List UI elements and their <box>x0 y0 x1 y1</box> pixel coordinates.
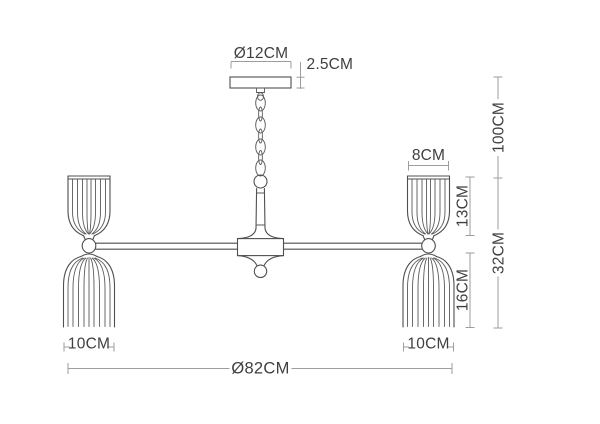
lower-shade-width-right-label: 10CM <box>407 336 449 353</box>
lower-shade-width-left-dim-line <box>63 342 115 352</box>
lower-shade-width-right-dim-line <box>403 342 454 352</box>
arm-right <box>282 242 423 250</box>
center-body <box>236 227 285 279</box>
canopy-height-dim-line <box>296 62 305 89</box>
lower-shade-height-dim-line <box>465 252 475 328</box>
right-lamp <box>402 175 455 328</box>
center-stem <box>255 187 266 230</box>
ceiling-canopy <box>229 76 292 89</box>
hanging-height-label: 100CM <box>491 102 508 153</box>
canopy-diameter-dim-line <box>230 61 292 69</box>
total-diameter-dim-line <box>67 363 453 374</box>
hanging-chain <box>255 87 266 177</box>
left-lamp <box>62 175 116 328</box>
height-dim-line <box>493 76 503 329</box>
upper-shade-width-dim-line <box>408 161 449 171</box>
body-height-label: 32CM <box>491 232 508 274</box>
bottom-finial-ball <box>253 264 268 279</box>
lower-shade-height-label: 16CM <box>455 269 472 311</box>
arm-left <box>95 242 239 250</box>
canopy-diameter-label: Ø12CM <box>234 45 288 62</box>
stem-top-ball <box>253 174 268 189</box>
canopy-height-label: 2.5CM <box>307 56 354 73</box>
upper-shade-height-dim-line <box>465 176 475 236</box>
lower-shade-width-left-label: 10CM <box>68 336 110 353</box>
total-diameter-label: Ø82CM <box>231 360 289 378</box>
upper-shade-height-label: 13CM <box>455 185 472 227</box>
upper-shade-width-label: 8CM <box>412 147 445 164</box>
